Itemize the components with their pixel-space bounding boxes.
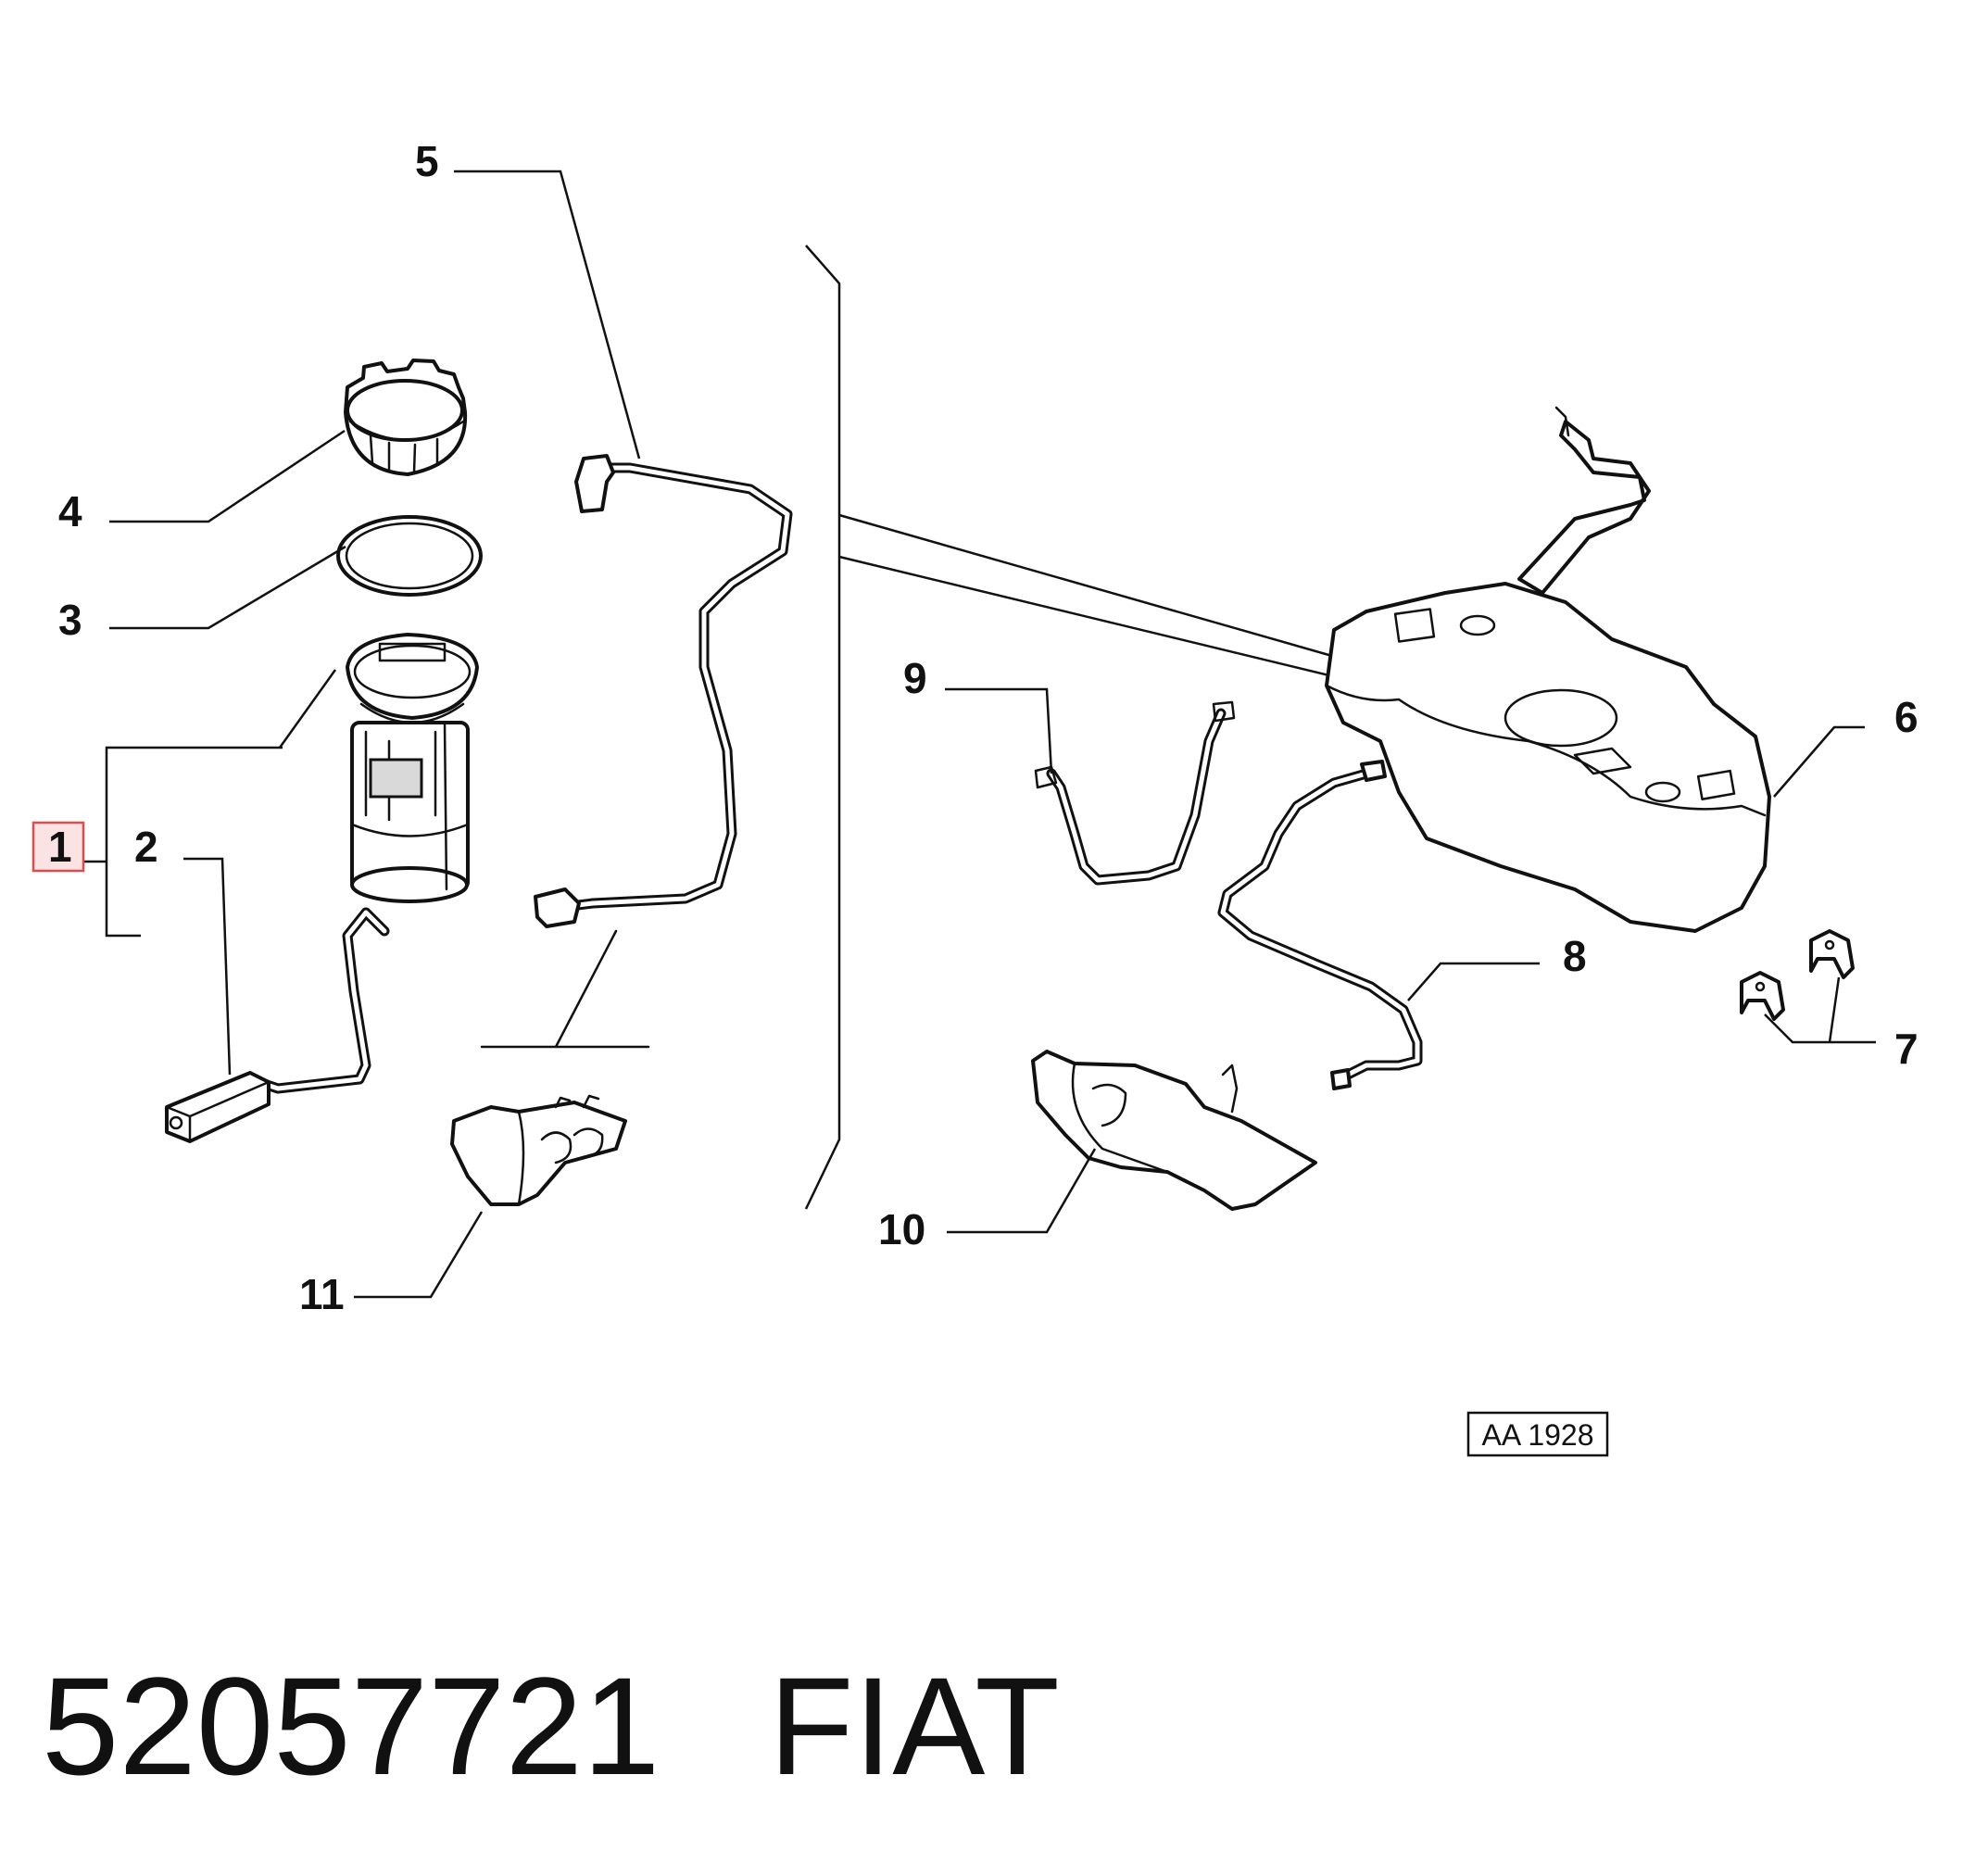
part-1-fuel-pump-module — [346, 633, 479, 903]
callout-4[interactable]: 4 — [58, 487, 82, 535]
reference-code-box: AA 1928 — [1466, 1411, 1609, 1457]
callout-9[interactable]: 9 — [903, 654, 927, 702]
brand-name: FIAT — [769, 1648, 1060, 1804]
part-7-clips — [1740, 929, 1855, 1021]
part-3-gasket — [336, 515, 483, 597]
part-6-fuel-tank — [1325, 406, 1771, 933]
callout-3[interactable]: 3 — [58, 596, 82, 644]
part-10-heat-shield — [1031, 1050, 1317, 1211]
callout-10[interactable]: 10 — [878, 1205, 925, 1253]
part-2-level-sensor — [165, 907, 390, 1143]
callout-11[interactable]: 11 — [299, 1270, 345, 1318]
leader-lines — [83, 170, 1876, 1299]
part-8-sensor-cable — [1217, 760, 1423, 1090]
callout-labels: 1 2 3 4 5 6 7 8 9 10 11 — [48, 137, 1919, 1318]
callout-8[interactable]: 8 — [1563, 932, 1587, 980]
part-number: 52057721 — [42, 1648, 660, 1804]
callout-1[interactable]: 1 — [48, 823, 72, 871]
section-divider — [804, 245, 1372, 1210]
callout-5[interactable]: 5 — [415, 137, 439, 185]
callout-6[interactable]: 6 — [1894, 693, 1919, 741]
part-9-tank-strap — [1034, 700, 1236, 886]
callout-1-highlight — [31, 821, 85, 873]
callout-2[interactable]: 2 — [134, 823, 158, 871]
callout-7[interactable]: 7 — [1894, 1025, 1919, 1073]
part-5-fuel-line — [480, 454, 793, 1049]
part-4-lock-ring — [344, 359, 468, 476]
part-11-heat-shield — [450, 1094, 627, 1206]
reference-code: AA 1928 — [1482, 1418, 1594, 1452]
